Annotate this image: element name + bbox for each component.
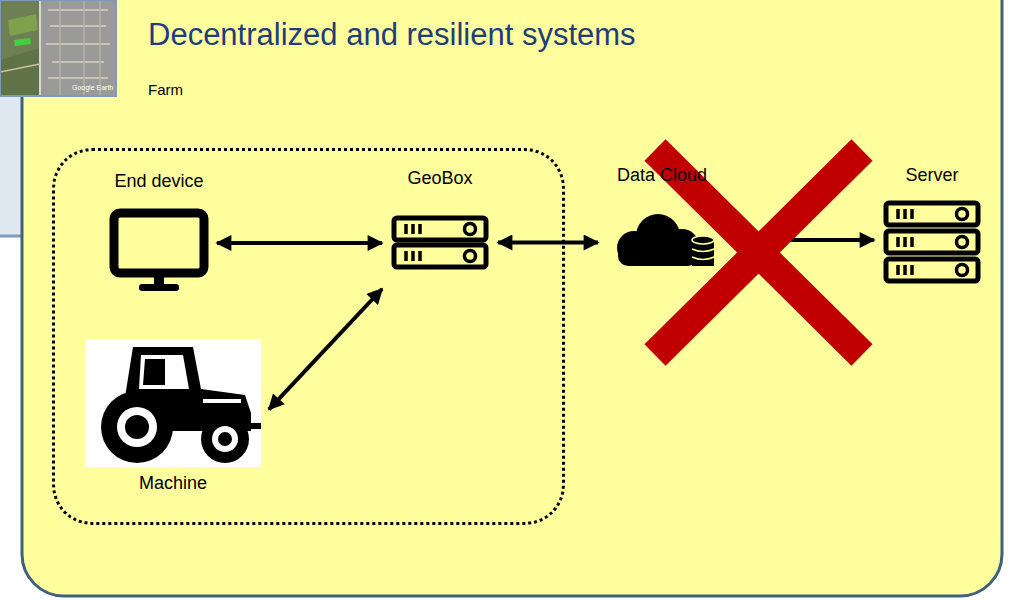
cloud-icon bbox=[606, 210, 718, 270]
device-node: Machine bbox=[85, 339, 261, 494]
node-label: Server bbox=[905, 165, 958, 186]
arrow-connector bbox=[726, 238, 874, 242]
device-node: Server bbox=[882, 165, 982, 284]
node-label: End device bbox=[114, 171, 203, 192]
tractor-icon bbox=[85, 339, 261, 467]
slide-panel bbox=[22, 0, 1002, 596]
server-icon bbox=[882, 200, 982, 284]
arrow-connector bbox=[498, 241, 598, 245]
geobox-icon bbox=[390, 215, 490, 271]
red-cross bbox=[655, 150, 862, 355]
device-node: End device bbox=[109, 171, 209, 292]
node-label: Data Cloud bbox=[617, 165, 707, 186]
region-label: Farm bbox=[148, 81, 183, 99]
diagram-title: Decentralized and resilient systems bbox=[148, 17, 636, 53]
arrow-connector bbox=[217, 241, 382, 245]
device-node: GeoBox bbox=[390, 168, 490, 271]
arrow-connector bbox=[269, 289, 382, 409]
node-label: GeoBox bbox=[407, 168, 472, 189]
map-watermark: Google Earth bbox=[72, 84, 113, 92]
monitor-icon bbox=[109, 208, 209, 292]
farm-region: FarmEnd deviceGeoBoxMachine bbox=[52, 148, 565, 525]
device-node: Data Cloud bbox=[606, 165, 718, 270]
node-label: Machine bbox=[139, 473, 207, 494]
map-thumbnail bbox=[0, 0, 116, 96]
